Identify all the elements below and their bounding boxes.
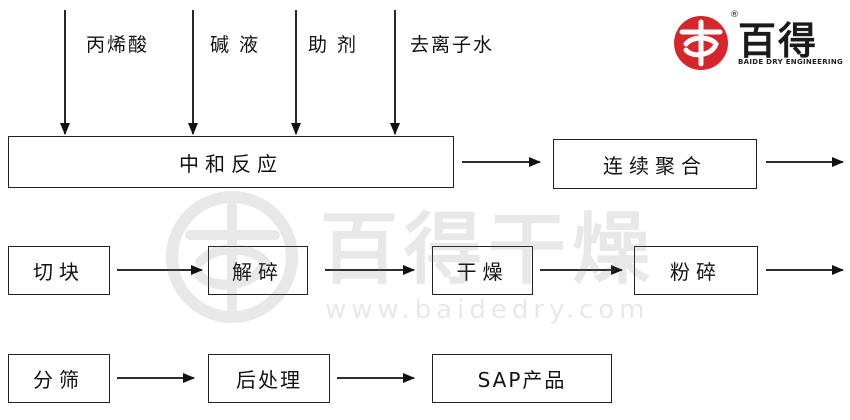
box-crushing: 解碎 — [208, 246, 308, 295]
input-label-alkali: 碱 液 — [210, 34, 261, 56]
registered-mark: ® — [730, 10, 739, 20]
box-grinding: 粉碎 — [634, 246, 758, 295]
box-sap-product: SAP产品 — [432, 354, 612, 403]
input-label-deionized-water: 去离子水 — [410, 34, 495, 56]
baide-logo-icon — [674, 16, 728, 70]
logo-name: 百得 — [738, 19, 819, 63]
input-label-additive: 助 剂 — [308, 34, 359, 56]
logo-subtitle: BAIDE DRY ENGINEERING — [738, 58, 844, 66]
box-post-processing: 后处理 — [208, 354, 330, 403]
box-drying: 干燥 — [432, 246, 533, 295]
box-neutralization: 中和反应 — [8, 136, 454, 188]
brand-logo: ® 百得 BAIDE DRY ENGINEERING — [672, 10, 844, 74]
box-screening: 分筛 — [8, 354, 110, 403]
box-cutting: 切块 — [8, 246, 110, 295]
input-label-acrylic-acid: 丙烯酸 — [86, 34, 150, 56]
box-polymerization: 连续聚合 — [553, 139, 757, 189]
